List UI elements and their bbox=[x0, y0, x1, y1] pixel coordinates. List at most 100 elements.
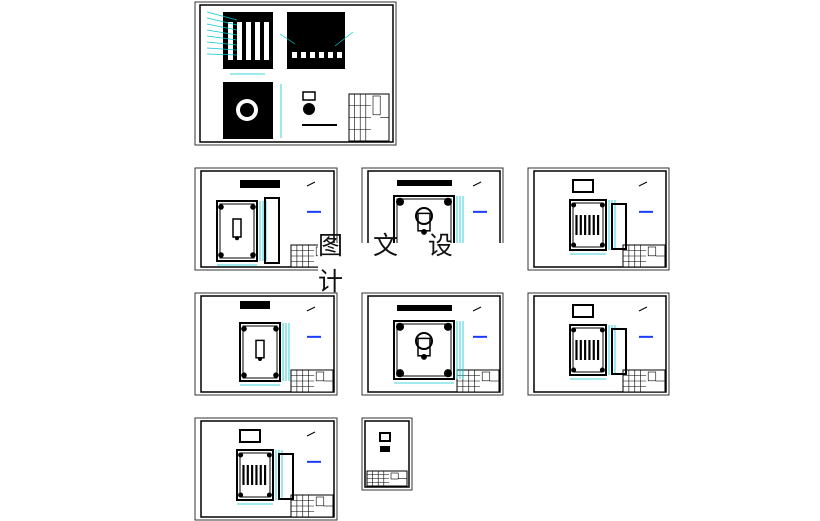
drawing-sheet bbox=[527, 167, 670, 271]
part-feature bbox=[588, 340, 591, 360]
drawing-sheet bbox=[194, 167, 338, 271]
part-feature bbox=[597, 340, 600, 360]
part-feature bbox=[264, 465, 267, 485]
bolt-hole bbox=[443, 369, 453, 378]
sheet-frame bbox=[200, 420, 335, 518]
part-inner-outline bbox=[572, 202, 604, 248]
part-feature bbox=[251, 465, 254, 485]
watermark-text: 图 文 设 计 bbox=[318, 230, 464, 296]
sheet-frame bbox=[533, 295, 667, 393]
roughness-mark bbox=[472, 306, 482, 312]
roughness-mark bbox=[306, 181, 316, 187]
bolt-hole bbox=[250, 252, 256, 258]
leader-line bbox=[206, 53, 238, 56]
leader-line bbox=[206, 41, 238, 46]
title-block-cell bbox=[390, 472, 399, 480]
watermark: 图 文 设 计 bbox=[318, 231, 504, 296]
leader-line bbox=[206, 11, 238, 21]
assembly-top-view bbox=[287, 12, 345, 69]
bolt-hole bbox=[443, 197, 453, 206]
leader-line bbox=[206, 23, 238, 31]
assembly-detail bbox=[292, 52, 297, 58]
part-feature bbox=[592, 215, 595, 235]
bolt-hole bbox=[266, 452, 272, 458]
section-view bbox=[264, 197, 280, 264]
bolt-hole bbox=[599, 327, 605, 333]
sheet-frame bbox=[200, 295, 335, 393]
side-view bbox=[397, 180, 452, 186]
bolt-hole bbox=[599, 367, 605, 373]
roughness-mark bbox=[472, 181, 482, 187]
bolt-hole bbox=[266, 492, 272, 498]
part-outline bbox=[216, 200, 258, 262]
bolt-hole bbox=[599, 202, 605, 208]
annotation-note bbox=[473, 335, 487, 338]
technical-note bbox=[302, 124, 337, 126]
annotation-note bbox=[639, 335, 653, 338]
assembly-detail bbox=[264, 22, 269, 60]
part-feature bbox=[584, 340, 587, 360]
section-view bbox=[611, 203, 627, 250]
part-inner-outline bbox=[239, 452, 271, 498]
part-inner-outline bbox=[572, 327, 604, 373]
detail-view bbox=[302, 91, 316, 101]
part-feature bbox=[584, 215, 587, 235]
section-view bbox=[278, 453, 294, 500]
assembly-detail bbox=[255, 22, 260, 60]
detail-view bbox=[303, 103, 315, 115]
leader-line bbox=[206, 17, 238, 26]
sheet-frame bbox=[367, 295, 501, 393]
side-view bbox=[240, 301, 270, 309]
bolt-hole bbox=[238, 492, 244, 498]
drawing-sheet bbox=[361, 292, 504, 396]
bolt-hole bbox=[395, 197, 405, 206]
title-block-cell bbox=[372, 95, 381, 116]
assembly-detail bbox=[319, 52, 324, 58]
roughness-mark bbox=[638, 181, 648, 187]
title-block-cell bbox=[647, 371, 657, 382]
title-block-cell bbox=[647, 246, 657, 257]
annotation-note bbox=[307, 210, 321, 213]
part-feature bbox=[597, 215, 600, 235]
annotation-note bbox=[639, 210, 653, 213]
bore bbox=[415, 207, 433, 225]
assembly-detail bbox=[310, 52, 315, 58]
bolt-hole bbox=[218, 252, 224, 258]
part-feature bbox=[575, 215, 578, 235]
part-view bbox=[379, 432, 391, 442]
part-feature bbox=[259, 465, 262, 485]
part-outline bbox=[239, 322, 281, 382]
part-feature bbox=[588, 215, 591, 235]
drawing-sheet-small bbox=[361, 417, 413, 491]
drawing-sheet bbox=[194, 292, 338, 396]
bolt-hole bbox=[395, 369, 405, 378]
roughness-mark bbox=[306, 431, 316, 437]
bolt-hole bbox=[241, 372, 247, 379]
bolt-hole bbox=[571, 327, 577, 333]
sheet-frame bbox=[364, 420, 410, 488]
assembly-detail bbox=[237, 22, 242, 60]
bolt-hole bbox=[218, 204, 224, 210]
section-view bbox=[611, 328, 627, 375]
bolt-hole bbox=[571, 367, 577, 373]
side-view bbox=[397, 305, 452, 311]
part-inner-outline bbox=[242, 325, 278, 379]
assembly-detail bbox=[246, 22, 251, 60]
bolt-hole bbox=[250, 204, 256, 210]
part-feature bbox=[246, 465, 249, 485]
side-view bbox=[572, 304, 594, 318]
assembly-bore bbox=[240, 103, 254, 117]
part-feature bbox=[579, 215, 582, 235]
part-feature bbox=[242, 465, 245, 485]
drawing-sheet bbox=[527, 292, 670, 396]
bolt-hole bbox=[599, 242, 605, 248]
assembly-detail bbox=[228, 22, 233, 60]
bolt-hole bbox=[443, 322, 453, 331]
sheet-frame bbox=[200, 170, 335, 268]
leader-line bbox=[206, 47, 238, 51]
drawing-sheet bbox=[194, 417, 338, 521]
sheet-frame bbox=[533, 170, 667, 268]
annotation-note bbox=[307, 335, 321, 338]
bolt-hole bbox=[273, 326, 279, 332]
